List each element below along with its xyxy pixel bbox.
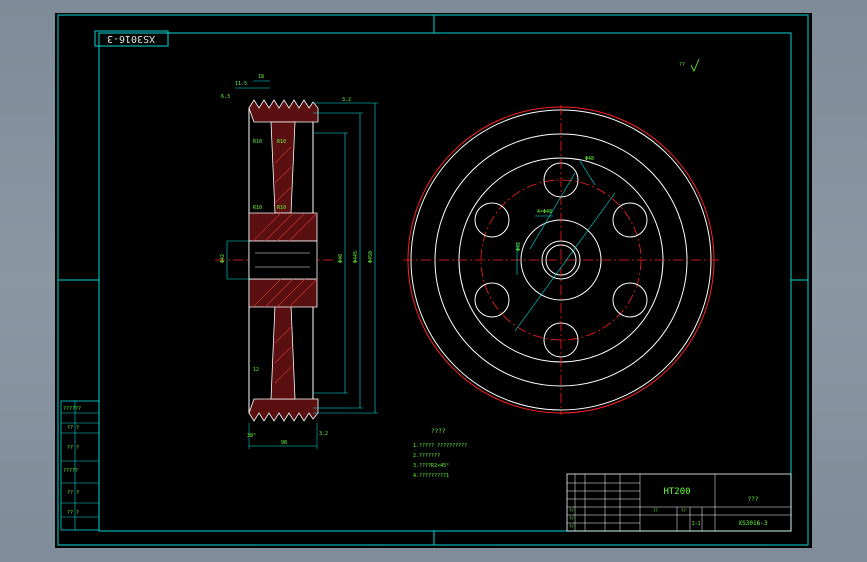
dim-small-0: 18 — [258, 74, 264, 80]
rotated-number-box: XS3016-3 — [94, 30, 169, 47]
dim-angle: 38° — [247, 433, 256, 439]
inner-border — [98, 32, 792, 532]
drawing-number: XS3016-3 — [739, 520, 768, 527]
dim-hole-count: 4×Φ48 — [537, 209, 552, 215]
dim-small-7: R10 — [253, 205, 262, 211]
part-name: ??? — [748, 496, 759, 503]
side-table-row-2: ?? ? — [67, 425, 79, 431]
dim-pitch: Φ445 — [353, 251, 359, 263]
note-line-3: 3.????R2×45° — [413, 463, 449, 469]
section-view — [215, 80, 378, 449]
tb-cell-5: ?? — [681, 508, 686, 513]
dim-small-8: R10 — [277, 205, 286, 211]
side-table-row-3: ?? ? — [67, 445, 79, 451]
dim-small-5: R10 — [253, 139, 262, 145]
note-line-4: 4.?????????1 — [413, 473, 449, 479]
tb-cell-3: ?? — [569, 524, 574, 529]
side-table: ?????? ?? ? ?? ? ????? ?? ? ?? ? — [60, 400, 100, 531]
side-table-row-5: ?? ? — [67, 490, 79, 496]
dim-small-3: 3.2 — [342, 97, 351, 103]
dim-width: 98 — [281, 440, 287, 446]
technical-notes: ???? 1.????? ?????????? 2.??????? 3.????… — [413, 428, 467, 479]
note-line-2: 2.??????? — [413, 453, 440, 459]
roughness-note: ?? — [679, 62, 685, 68]
dim-small-2: 6.3 — [221, 94, 230, 100]
dim-bore: Φ42 — [220, 254, 226, 263]
cad-drawing: XS3016-3 ?? — [57, 14, 809, 546]
tb-cell-1: ?? — [569, 508, 574, 513]
title-block: HT200 ??? XS3016-3 1:1 ?? ?? ?? ?? ?? — [566, 473, 792, 532]
material-text: HT200 — [663, 487, 690, 497]
note-line-1: 1.????? ?????????? — [413, 443, 467, 449]
front-view — [403, 105, 719, 415]
drawing-viewport[interactable]: XS3016-3 ?? — [55, 13, 812, 548]
side-table-row-6: ?? ? — [67, 510, 79, 516]
tb-cell-4: ?? — [653, 508, 658, 513]
dim-hub: Φ40 — [338, 254, 344, 263]
rotated-drawing-number: XS3016-3 — [107, 33, 155, 44]
notes-heading: ???? — [431, 428, 446, 435]
tb-cell-2: ?? — [569, 516, 574, 521]
roughness-symbol — [690, 58, 700, 72]
dim-small-9: 12 — [253, 367, 259, 373]
dim-outer: Φ450 — [368, 251, 374, 263]
dim-small-1: 11.5 — [235, 81, 247, 87]
side-table-row-1: ?????? — [63, 406, 81, 412]
side-table-row-4: ????? — [63, 468, 78, 474]
dim-small-6: R10 — [277, 139, 286, 145]
dim-front-bore: Φ42 — [516, 242, 522, 251]
dim-hole-dia: Φ48 — [585, 156, 594, 162]
dim-small-4: 3.2 — [319, 431, 328, 437]
scale-text: 1:1 — [691, 521, 700, 527]
